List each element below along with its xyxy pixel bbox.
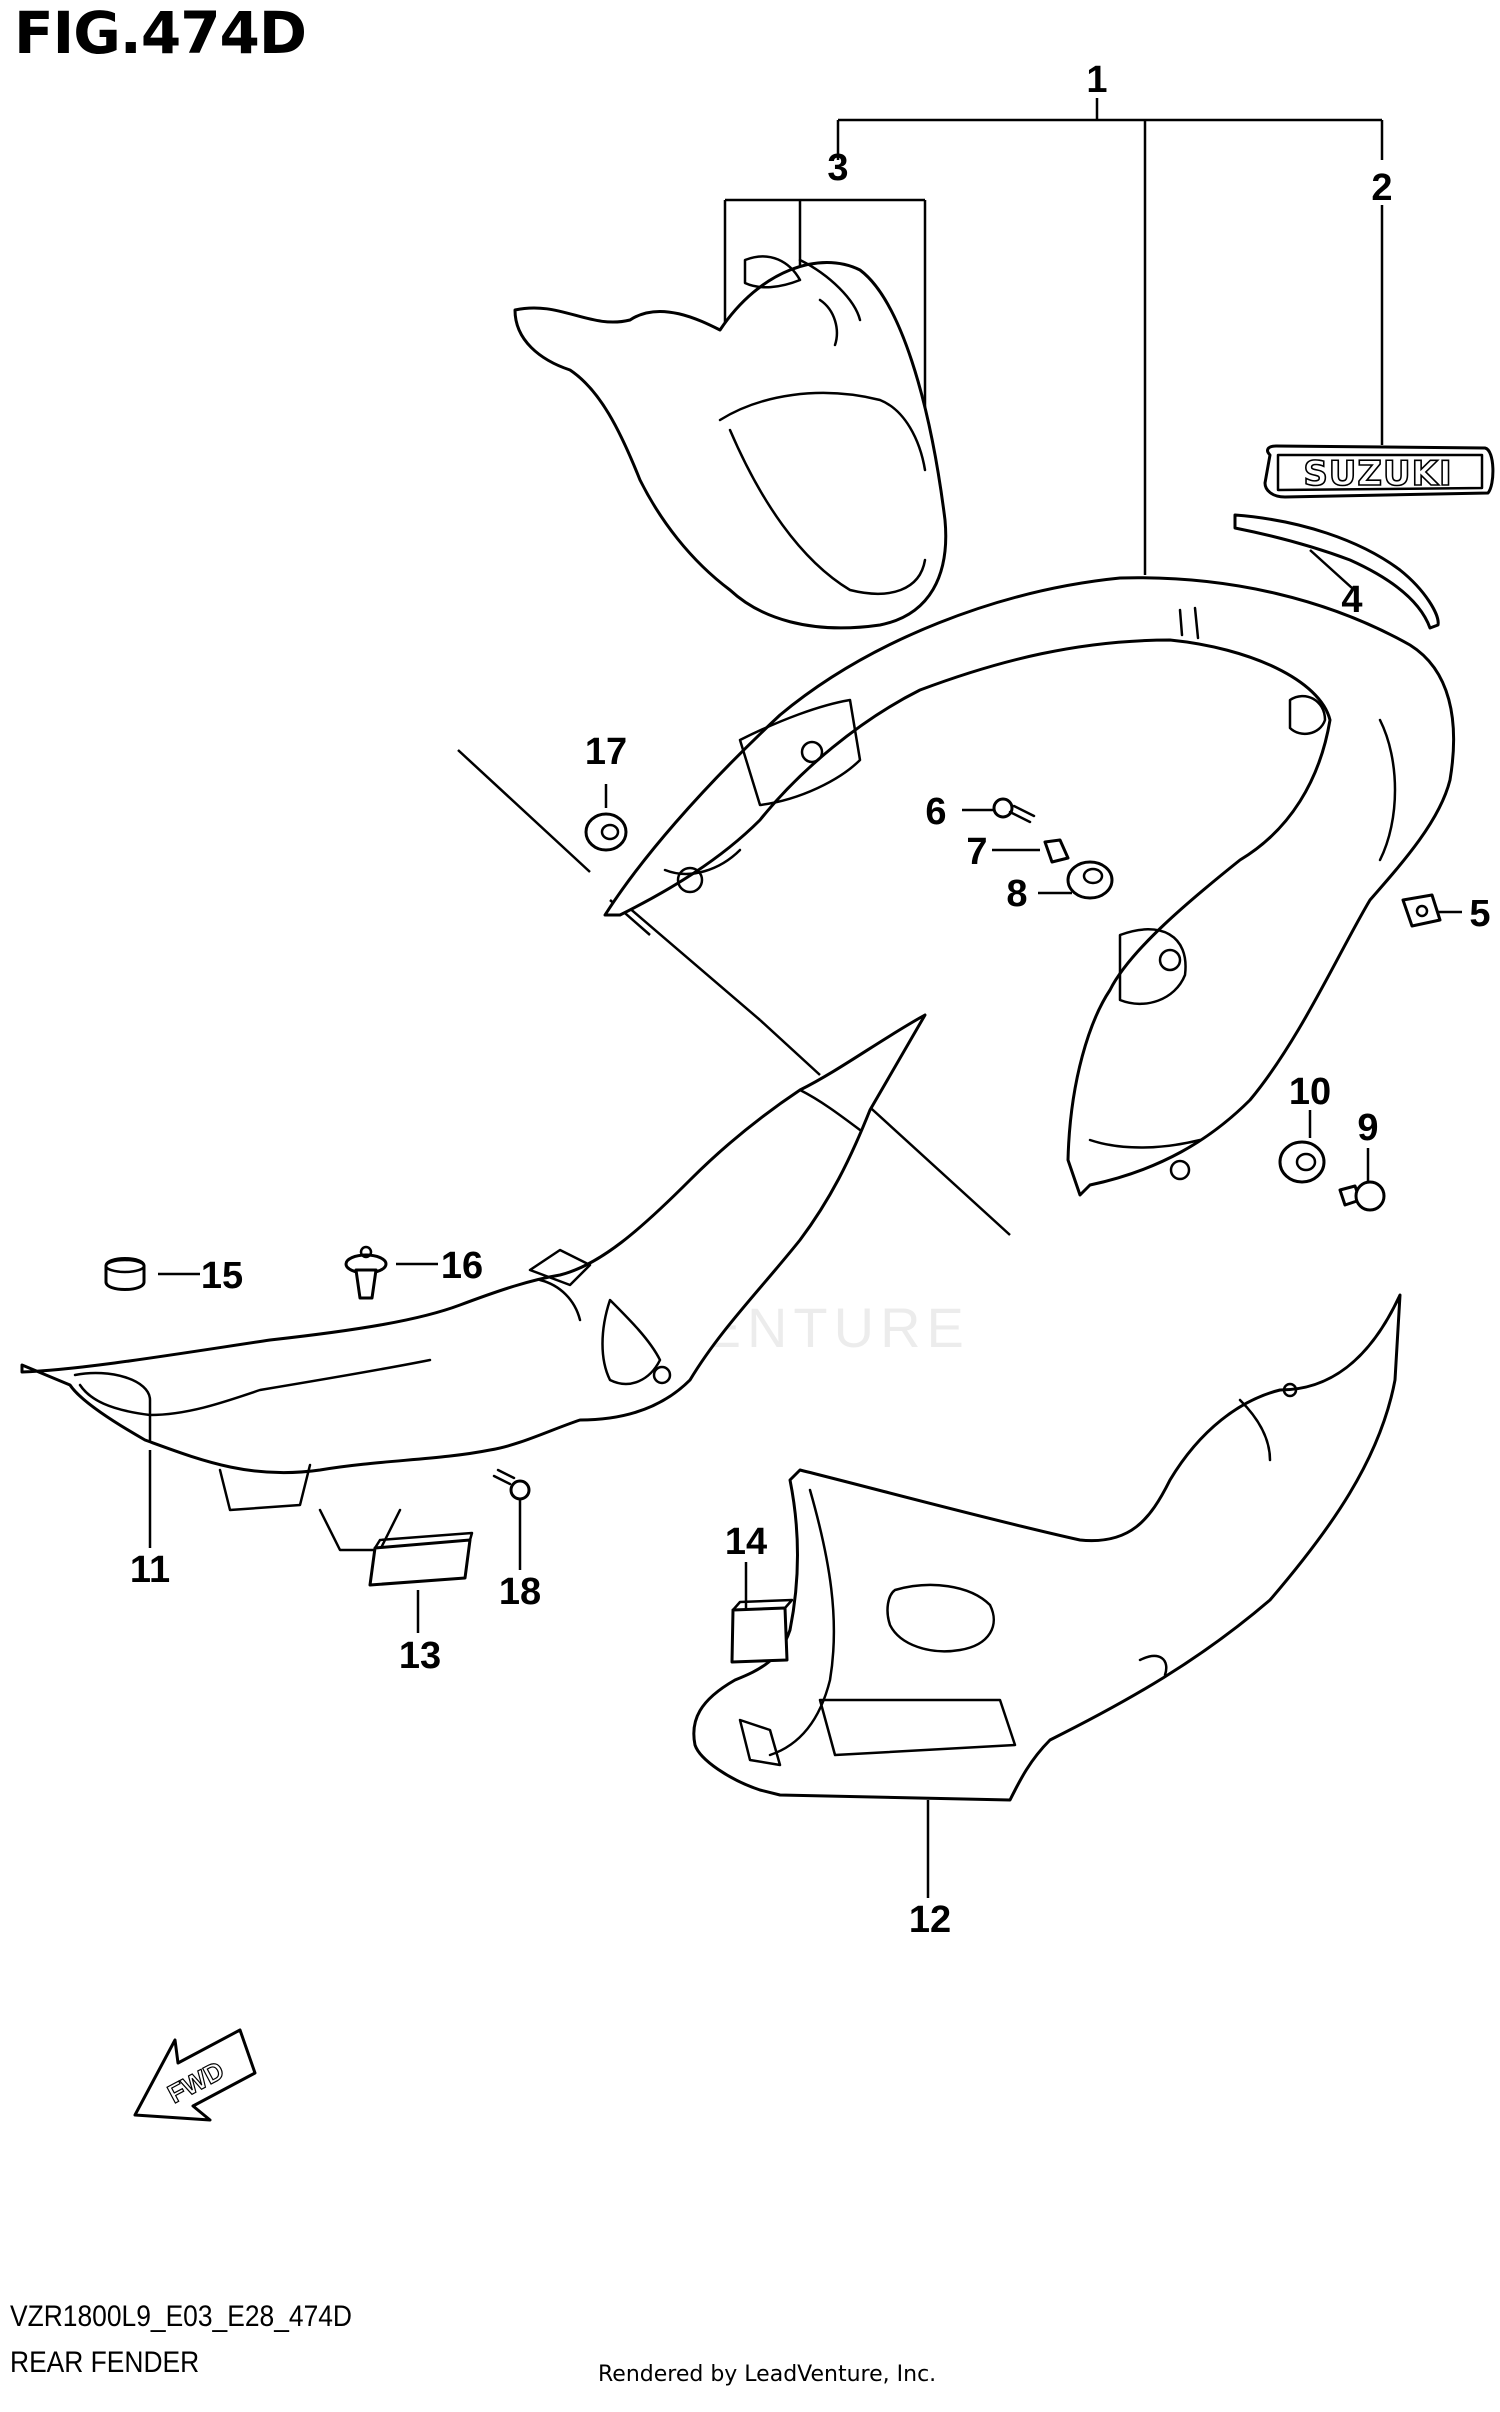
callout-5: 5 — [1469, 893, 1490, 935]
callout-6: 6 — [925, 791, 946, 833]
diagram-code: VZR1800L9_E03_E28_474D — [10, 2300, 353, 2333]
clip-nut-part-5 — [1401, 893, 1442, 928]
callout-14: 14 — [725, 1521, 767, 1563]
callout-2: 2 — [1371, 167, 1392, 209]
emblem-part-2: SUZUKI — [1263, 444, 1495, 499]
screw-part-6 — [992, 797, 1036, 824]
grommet-part-15 — [104, 1257, 146, 1291]
pad-part-13 — [368, 1531, 474, 1587]
rivet-clip-part-16 — [344, 1245, 388, 1300]
grommet-part-8 — [1066, 860, 1114, 900]
trim-strip-part-4 — [1233, 513, 1440, 630]
bolt-part-9 — [1338, 1180, 1386, 1212]
figure-title: FIG.474D — [14, 0, 307, 67]
callout-8: 8 — [1006, 873, 1027, 915]
callout-3: 3 — [827, 147, 848, 189]
rear-fender-assy-part-1 — [603, 576, 1456, 1197]
callout-10: 10 — [1289, 1071, 1331, 1113]
side-cover-right-part-12 — [692, 1293, 1402, 1802]
callout-4: 4 — [1341, 579, 1362, 621]
fwd-arrow-icon: FWD — [133, 2028, 257, 2122]
rendered-by-credit: Rendered by LeadVenture, Inc. — [598, 2362, 937, 2387]
callout-1: 1 — [1086, 59, 1107, 101]
diagram-subtitle: REAR FENDER — [10, 2346, 200, 2379]
screw-part-18 — [492, 1468, 531, 1501]
collar-part-7 — [1043, 838, 1070, 864]
callout-13: 13 — [399, 1635, 441, 1677]
callout-12: 12 — [909, 1899, 951, 1941]
callout-18: 18 — [499, 1571, 541, 1613]
grommet-part-17 — [584, 812, 628, 852]
callout-17: 17 — [585, 731, 627, 773]
pad-part-14 — [730, 1598, 794, 1664]
rear-fender-part-3 — [513, 255, 948, 630]
callout-16: 16 — [441, 1245, 483, 1287]
callout-labels: 1 2 3 4 5 6 7 8 9 10 11 12 13 14 15 16 1… — [130, 59, 1491, 1941]
side-cover-left-part-11 — [20, 1013, 927, 1552]
callout-11: 11 — [130, 1549, 170, 1591]
callout-9: 9 — [1357, 1107, 1378, 1149]
grommet-part-10 — [1278, 1140, 1326, 1184]
callout-7: 7 — [966, 831, 987, 873]
callout-15: 15 — [201, 1255, 243, 1297]
suzuki-emblem-text: SUZUKI — [1303, 454, 1452, 494]
